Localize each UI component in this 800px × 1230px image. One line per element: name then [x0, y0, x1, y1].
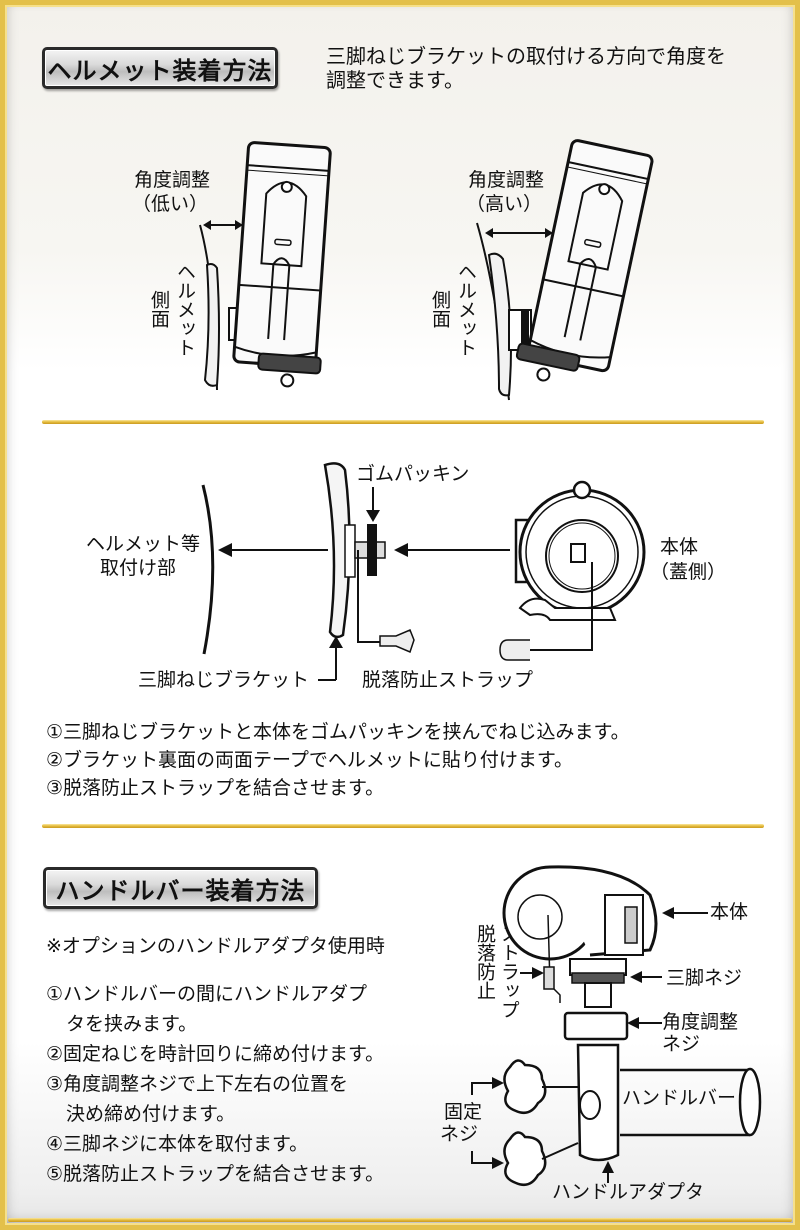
- helmet-mount-label-line-2: 取付け部: [100, 557, 177, 579]
- angle-high-sublabel: （高い）: [466, 193, 543, 215]
- helmet-section-title-text: ヘルメット装着方法: [47, 56, 273, 85]
- fall-strap-label: 脱落防止ストラップ: [362, 669, 534, 691]
- handlebar-step-1-line-1: ①ハンドルバーの間にハンドルアダプ: [46, 983, 368, 1005]
- tripod-bracket-label: 三脚ねじブラケット: [138, 669, 310, 691]
- helmet-side-low-col1: ヘルメット: [174, 262, 196, 357]
- hb-strap-label-col2: 脱落防止: [474, 924, 496, 1000]
- handlebar-section-title: ハンドルバー装着方法: [43, 867, 318, 909]
- handlebar-step-3-line-1: ③角度調整ネジで上下左右の位置を: [46, 1073, 349, 1095]
- helmet-description-line-2: 調整できます。: [326, 68, 464, 92]
- helmet-side-high-col2: 側面: [429, 290, 451, 328]
- helmet-mount-label-line-1: ヘルメット等: [86, 533, 201, 555]
- handlebar-step-3-line-2: 決め締め付けます。: [66, 1103, 236, 1125]
- angle-low-label: 角度調整: [134, 169, 211, 191]
- angle-low-sublabel: （低い）: [132, 193, 209, 215]
- camera-high-angle-illustration: [476, 139, 654, 401]
- camera-low-angle-illustration: [199, 141, 332, 391]
- assembly-exploded-diagram: [201, 462, 646, 681]
- helmet-side-low-col2: 側面: [148, 290, 170, 328]
- handlebar-note: ※オプションのハンドルアダプタ使用時: [46, 935, 385, 957]
- hb-angle-screw-label-line-2: ネジ: [662, 1033, 701, 1055]
- angle-high-label: 角度調整: [468, 169, 545, 191]
- helmet-description-line-1: 三脚ねじブラケットの取付ける方向で角度を: [326, 44, 726, 68]
- hb-handle-adapter-label: ハンドルアダプタ: [552, 1181, 705, 1203]
- helmet-section-title: ヘルメット装着方法: [42, 47, 278, 89]
- assembly-step-2: ②ブラケット裏面の両面テープでヘルメットに貼り付けます。: [46, 749, 573, 771]
- handlebar-step-5: ⑤脱落防止ストラップを結合させます。: [46, 1163, 385, 1185]
- section-divider-1: [42, 420, 764, 424]
- handlebar-section-title-text: ハンドルバー装着方法: [55, 876, 306, 905]
- rubber-packing-label: ゴムパッキン: [356, 463, 470, 485]
- handlebar-step-1-line-2: タを挟みます。: [66, 1013, 198, 1035]
- section-divider-2: [42, 824, 764, 828]
- helmet-side-high-col1: ヘルメット: [455, 262, 477, 357]
- assembly-step-3: ③脱落防止ストラップを結合させます。: [46, 777, 385, 799]
- body-label-line-1: 本体: [660, 536, 699, 558]
- hb-tripod-screw-label: 三脚ネジ: [666, 967, 743, 989]
- hb-fixing-screw-label-line-1: 固定: [444, 1101, 483, 1123]
- hb-body-label: 本体: [710, 901, 749, 923]
- hb-fixing-screw-label-line-2: ネジ: [440, 1123, 479, 1145]
- handlebar-mount-illustration: [471, 865, 762, 1186]
- hb-angle-screw-label-line-1: 角度調整: [662, 1011, 739, 1033]
- handlebar-step-4: ④三脚ネジに本体を取付ます。: [46, 1133, 309, 1155]
- handlebar-step-2: ②固定ねじを時計回りに締め付けます。: [46, 1043, 385, 1065]
- hb-handlebar-label: ハンドルバー: [622, 1087, 737, 1109]
- bottom-border-line: [8, 1218, 792, 1222]
- body-label-line-2: （蓋側）: [650, 561, 727, 583]
- hb-strap-label-col1: ストラップ: [498, 924, 520, 1019]
- assembly-step-1: ①三脚ねじブラケットと本体をゴムパッキンを挟んでねじ込みます。: [46, 721, 630, 743]
